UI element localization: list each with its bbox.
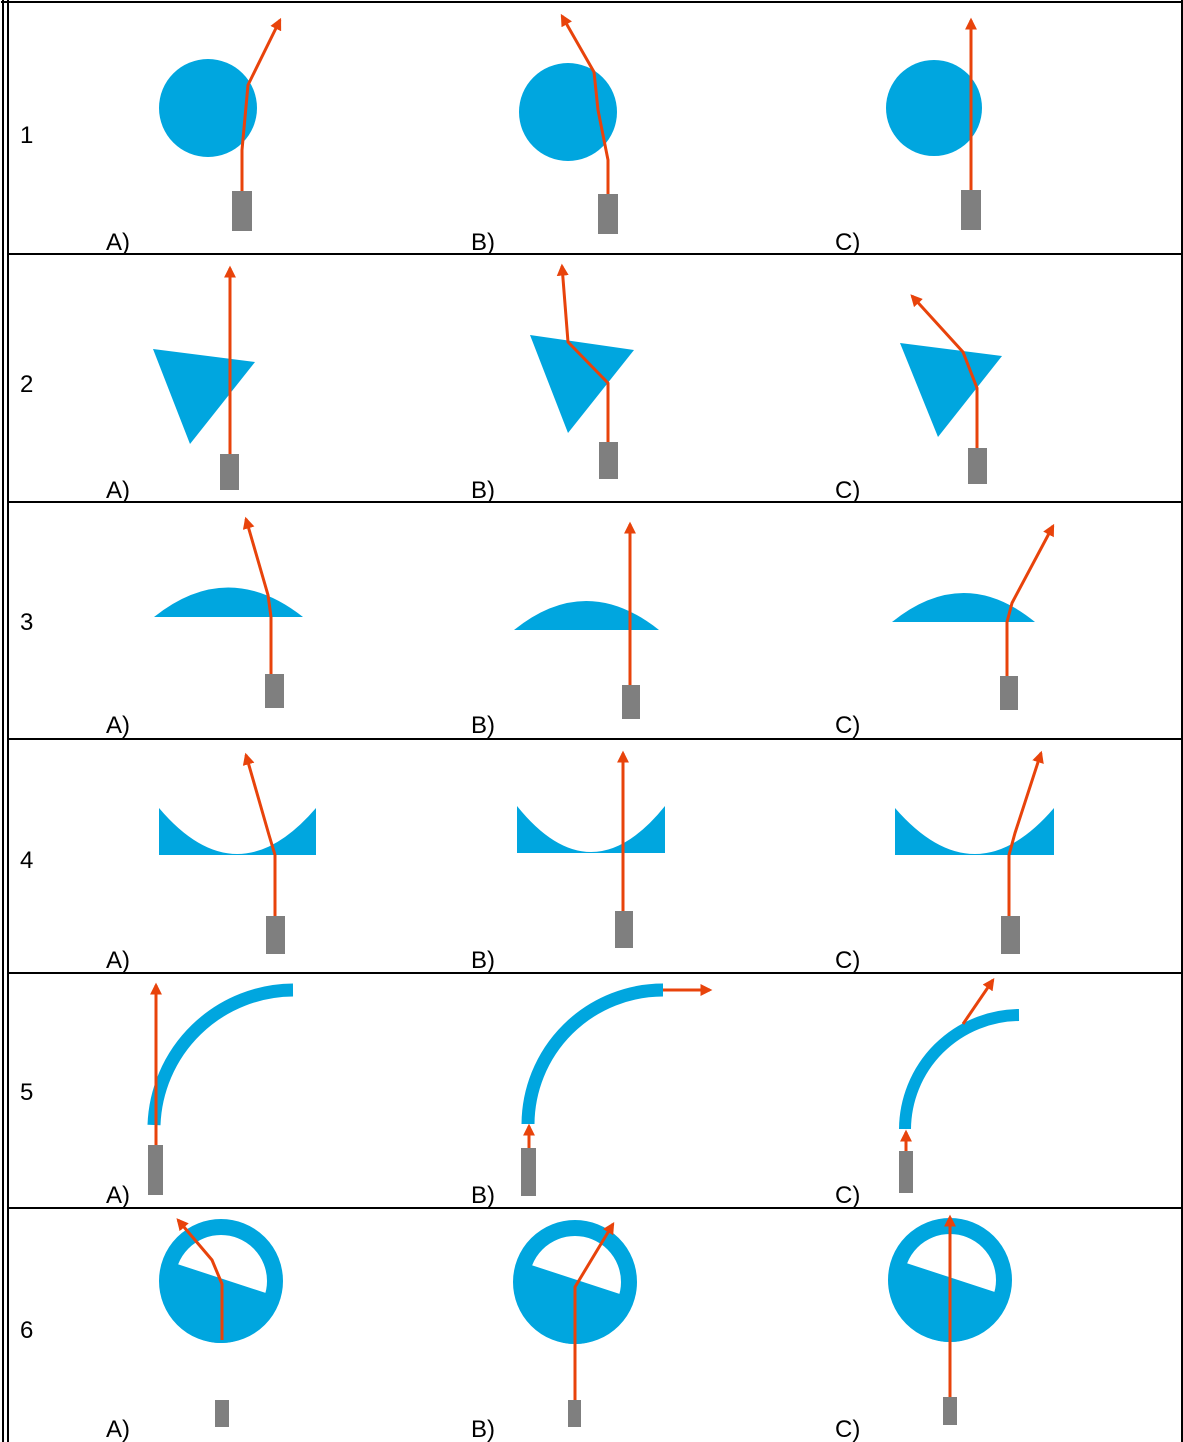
triangle-prism — [153, 349, 255, 444]
laser-source — [521, 1148, 536, 1196]
option-label: A) — [106, 229, 130, 256]
laser-source — [899, 1151, 913, 1193]
option-label: B) — [471, 947, 495, 974]
curved-light-guide — [147, 983, 294, 1126]
laser-source — [599, 442, 618, 479]
laser-source — [598, 194, 618, 234]
option-label: B) — [471, 1182, 495, 1209]
plano-convex-lens — [892, 593, 1035, 622]
option-3c[interactable]: C) — [835, 523, 1055, 739]
option-label: A) — [106, 477, 130, 504]
row-number: 2 — [20, 371, 33, 398]
curved-light-guide — [521, 983, 664, 1125]
option-label: C) — [835, 1182, 860, 1209]
option-label: B) — [471, 229, 495, 256]
laser-source — [961, 190, 981, 230]
option-label: C) — [835, 712, 860, 739]
option-label: C) — [835, 1416, 860, 1442]
triangle-prism — [900, 343, 1002, 437]
laser-source — [232, 191, 252, 231]
laser-source — [568, 1400, 581, 1427]
light-ray — [240, 17, 282, 192]
option-4b[interactable]: B) — [471, 750, 665, 974]
laser-source — [215, 1400, 229, 1427]
option-label: C) — [835, 229, 860, 256]
laser-source — [220, 454, 239, 490]
option-6a[interactable]: A) — [106, 1218, 283, 1442]
option-1a[interactable]: A) — [106, 17, 282, 256]
laser-source — [1000, 676, 1018, 710]
light-ray — [573, 1221, 615, 1400]
plano-convex-lens — [514, 601, 659, 630]
light-ray — [176, 1218, 224, 1340]
laser-source — [622, 685, 640, 719]
option-label: B) — [471, 712, 495, 739]
plano-concave-lens — [895, 808, 1054, 855]
light-ray — [560, 13, 610, 195]
row-number: 3 — [20, 609, 33, 636]
laser-source — [943, 1397, 957, 1425]
circle-lens — [519, 63, 617, 161]
option-label: A) — [106, 1182, 130, 1209]
light-ray — [242, 516, 273, 675]
option-label: A) — [106, 947, 130, 974]
option-label: A) — [106, 712, 130, 739]
row-number: 4 — [20, 847, 33, 874]
laser-source — [968, 448, 987, 484]
option-6c[interactable]: C) — [835, 1214, 1012, 1442]
option-6b[interactable]: B) — [471, 1220, 637, 1442]
option-3b[interactable]: B) — [471, 521, 659, 739]
option-label: B) — [471, 1416, 495, 1442]
option-2a[interactable]: A) — [106, 265, 255, 504]
row-1: 1 A) B) C) — [20, 13, 982, 256]
option-2c[interactable]: C) — [835, 294, 1002, 504]
light-ray — [242, 752, 277, 918]
row-3: 3 A) B) C) — [20, 516, 1055, 739]
option-2b[interactable]: B) — [471, 263, 634, 504]
option-1c[interactable]: C) — [835, 17, 982, 256]
laser-source — [615, 911, 633, 948]
row-2: 2 A) B) C) — [20, 263, 1002, 504]
option-5c[interactable]: C) — [835, 978, 1020, 1209]
option-1b[interactable]: B) — [471, 13, 618, 256]
laser-source — [148, 1145, 163, 1195]
curved-light-guide — [899, 1009, 1020, 1130]
triangle-prism — [530, 335, 634, 433]
light-ray-out — [961, 978, 995, 1025]
light-ray — [1005, 523, 1055, 677]
light-ray — [1007, 750, 1044, 918]
laser-source — [1001, 916, 1020, 954]
plano-convex-lens — [154, 587, 303, 617]
option-4a[interactable]: A) — [106, 752, 316, 974]
option-label: A) — [106, 1416, 130, 1442]
light-ray — [556, 263, 610, 443]
option-5b[interactable]: B) — [471, 983, 713, 1209]
circle-lens — [159, 59, 257, 157]
row-6: 6 A) B) C) — [20, 1214, 1012, 1442]
light-ray — [910, 294, 979, 449]
row-number: 1 — [20, 122, 33, 149]
row-4: 4 A) B) C) — [20, 750, 1054, 974]
row-number: 6 — [20, 1317, 33, 1344]
option-label: C) — [835, 947, 860, 974]
option-label: C) — [835, 477, 860, 504]
plano-concave-lens — [159, 808, 316, 855]
option-label: B) — [471, 477, 495, 504]
option-3a[interactable]: A) — [106, 516, 303, 739]
row-5: 5 A) B) C) — [20, 978, 1020, 1209]
laser-source — [266, 916, 285, 954]
plano-concave-lens — [517, 806, 665, 853]
laser-source — [265, 674, 284, 708]
row-number: 5 — [20, 1079, 33, 1106]
circle-lens — [886, 60, 982, 156]
option-5a[interactable]: A) — [106, 982, 294, 1209]
option-4c[interactable]: C) — [835, 750, 1054, 974]
